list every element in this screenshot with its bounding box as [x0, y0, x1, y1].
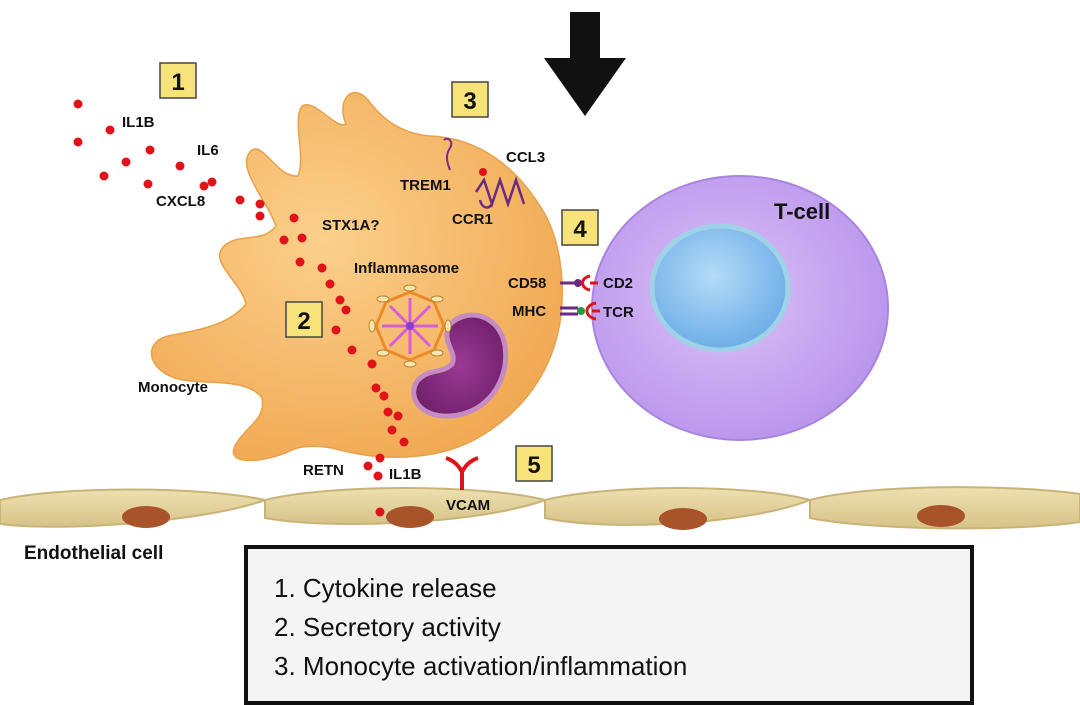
- cytokine-dot: [331, 325, 341, 335]
- label-monocyte: Monocyte: [138, 379, 208, 396]
- cytokine-dot: [393, 411, 403, 421]
- label-tcr: TCR: [603, 304, 634, 321]
- cytokine-dot: [363, 461, 373, 471]
- cytokine-dot: [235, 195, 245, 205]
- label-t-cell: T-cell: [774, 199, 830, 224]
- ccl3-dot: [479, 168, 487, 176]
- cytokine-dot: [325, 279, 335, 289]
- cytokine-dot: [399, 437, 409, 447]
- mhc-tcr-interaction: [560, 301, 600, 321]
- endothelial-nucleus: [659, 508, 707, 530]
- cytokine-dot: [73, 99, 83, 109]
- label-il6: IL6: [197, 142, 219, 159]
- cytokine-dot: [375, 507, 385, 517]
- cytokine-dot: [207, 177, 217, 187]
- label-ccl3: CCL3: [506, 149, 545, 166]
- cytokine-dot: [371, 383, 381, 393]
- cytokine-dot: [199, 181, 209, 191]
- label-stx1a: STX1A?: [322, 217, 380, 234]
- label-trem1: TREM1: [400, 177, 451, 194]
- cytokine-dot: [99, 171, 109, 181]
- t-cell-nucleus: [649, 223, 791, 353]
- step-box-1: 1: [159, 62, 197, 99]
- endothelial-nucleus: [917, 505, 965, 527]
- endothelium: [0, 486, 1080, 530]
- label-il1b-bottom: IL1B: [389, 466, 422, 483]
- step-number: 2: [297, 308, 310, 335]
- cytokine-dot: [317, 263, 327, 273]
- label-retn: RETN: [303, 462, 344, 479]
- trem1-receptor-icon: [443, 137, 453, 171]
- step-number: 1: [171, 69, 184, 96]
- label-cxcl8: CXCL8: [156, 193, 205, 210]
- step-number: 5: [527, 452, 540, 479]
- legend-item-1: 1. Cytokine release: [274, 573, 497, 603]
- inflammasome-icon: [368, 284, 452, 368]
- cytokine-dot: [255, 211, 265, 221]
- legend-box: 1. Cytokine release 2. Secretory activit…: [244, 545, 974, 705]
- cytokine-dot: [379, 391, 389, 401]
- cytokine-dot: [295, 257, 305, 267]
- cytokine-dot: [335, 295, 345, 305]
- step-number: 3: [463, 88, 476, 115]
- label-vcam: VCAM: [446, 497, 490, 514]
- cytokine-dot: [175, 161, 185, 171]
- step-box-2: 2: [285, 301, 323, 338]
- down-arrow-icon: [544, 12, 626, 116]
- label-mhc: MHC: [512, 303, 546, 320]
- endothelial-nucleus: [386, 506, 434, 528]
- cytokine-dot: [255, 199, 265, 209]
- label-il1b-top: IL1B: [122, 114, 155, 131]
- cytokine-dot: [383, 407, 393, 417]
- cytokine-dots: [73, 99, 409, 517]
- cytokine-dot: [373, 471, 383, 481]
- endothelial-nucleus: [122, 506, 170, 528]
- cytokine-dot: [297, 233, 307, 243]
- cytokine-dot: [347, 345, 357, 355]
- cytokine-dot: [143, 179, 153, 189]
- step-number: 4: [573, 216, 587, 243]
- cytokine-dot: [375, 453, 385, 463]
- legend-item-2: 2. Secretory activity: [274, 612, 501, 642]
- step-box-4: 4: [561, 209, 599, 246]
- cytokine-dot: [279, 235, 289, 245]
- label-cd58: CD58: [508, 275, 546, 292]
- vcam-receptor-icon: [445, 456, 479, 490]
- diagram-canvas: 1 2 3 4 5 IL1B IL6 CXCL8 STX1A? Inflamma…: [0, 12, 1080, 564]
- cytokine-dot: [145, 145, 155, 155]
- cytokine-dot: [73, 137, 83, 147]
- cytokine-dot: [341, 305, 351, 315]
- cytokine-dot: [289, 213, 299, 223]
- cd58-cd2-interaction: [560, 274, 598, 292]
- t-cell: [591, 175, 889, 441]
- cytokine-dot: [387, 425, 397, 435]
- label-ccr1: CCR1: [452, 211, 493, 228]
- label-inflammasome: Inflammasome: [354, 260, 459, 277]
- legend-item-3: 3. Monocyte activation/inflammation: [274, 651, 688, 681]
- label-endothelial-cell: Endothelial cell: [24, 543, 163, 564]
- cytokine-dot: [121, 157, 131, 167]
- cytokine-dot: [367, 359, 377, 369]
- step-box-5: 5: [515, 445, 553, 482]
- label-cd2: CD2: [603, 275, 633, 292]
- step-box-3: 3: [451, 81, 489, 118]
- monocyte-nucleus: [411, 312, 509, 419]
- ccr1-receptor-icon: [474, 168, 526, 209]
- cytokine-dot: [105, 125, 115, 135]
